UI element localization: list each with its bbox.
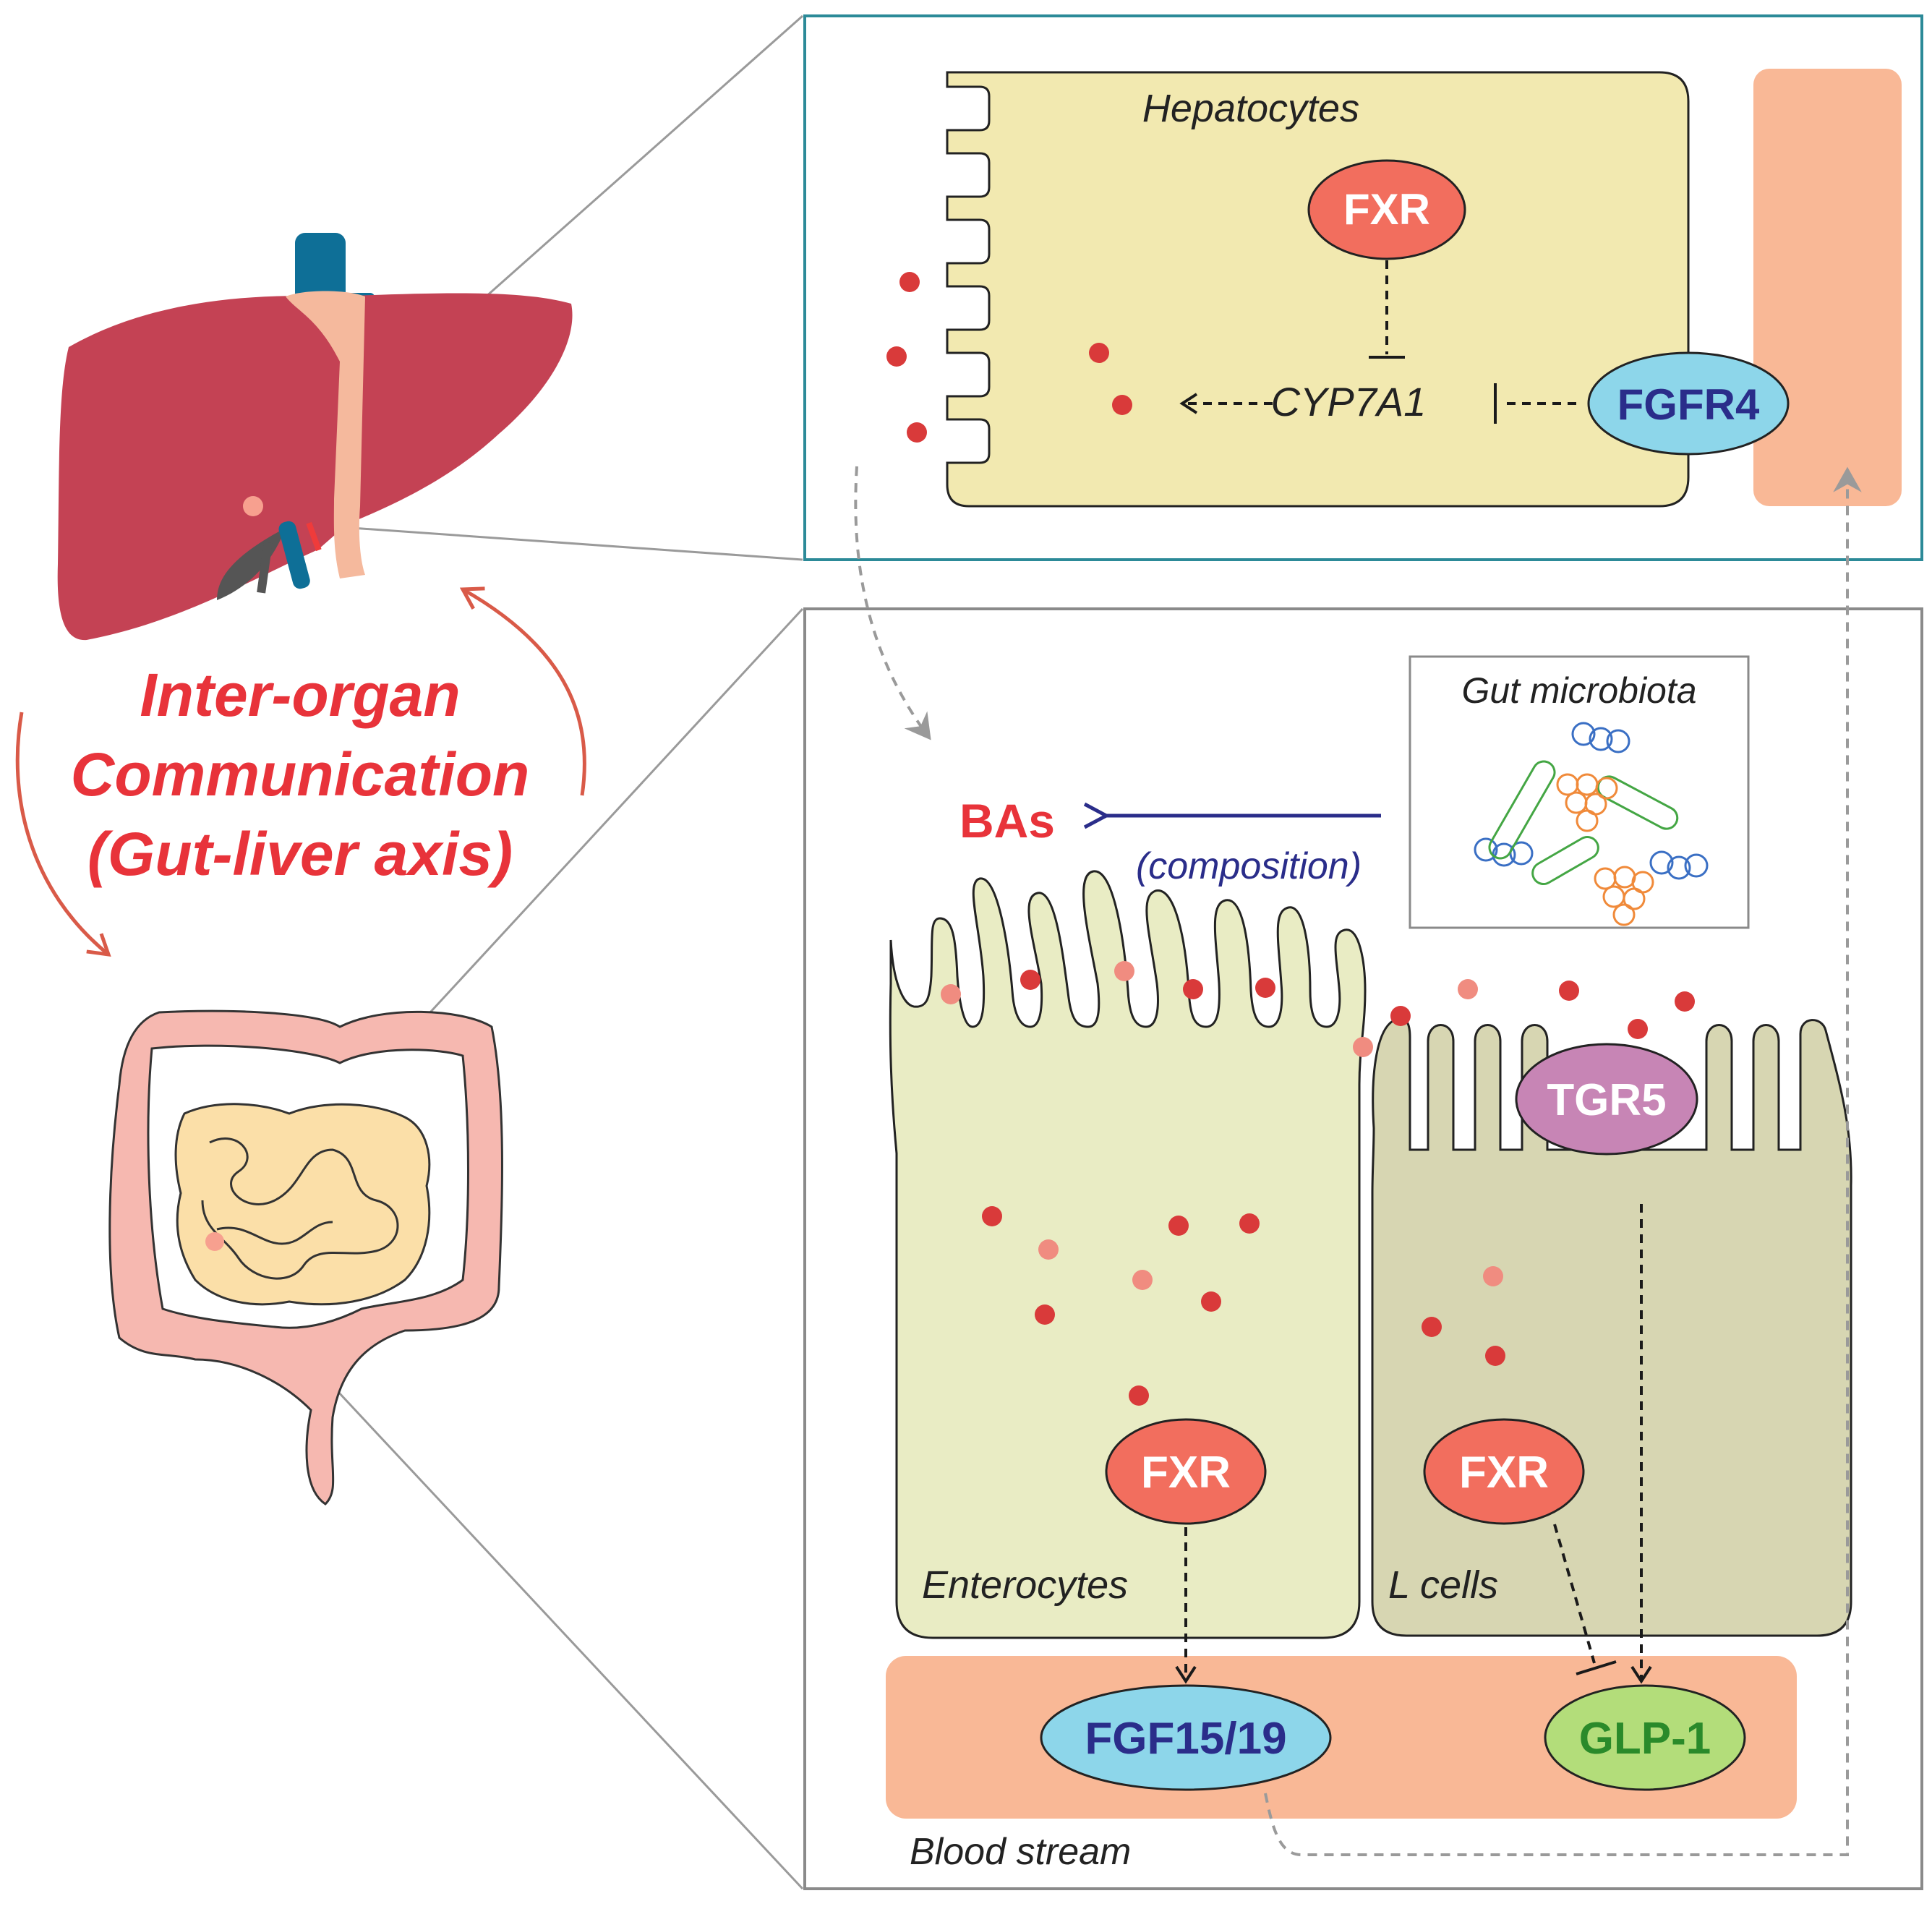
composition-label: (composition) [1136,845,1362,887]
lcell-fxr: FXR [1423,1418,1585,1525]
fgfr4-receptor: FGFR4 [1587,351,1790,456]
inter-organ-arrows [15,586,586,957]
fgfr4-label: FGFR4 [1617,380,1760,429]
fxr-inhibits-glp1 [1553,1524,1617,1675]
fgf-to-fgfr4-arrow [1264,466,1862,1856]
enterocytes-label: Enterocytes [922,1563,1128,1607]
bloodstream-label: Blood stream [910,1831,1131,1873]
title-line-2: Communication [71,740,530,808]
tgr5-label: TGR5 [1547,1075,1666,1125]
enterocyte-fxr: FXR [1105,1418,1267,1525]
title-line-1: Inter-organ [140,661,460,729]
fxr-inhibits-cyp7a1 [1369,260,1405,359]
gut-bile-acid-dots [941,961,1695,1406]
liver-icon [57,233,573,641]
liver-bile-acid-dots [886,272,1132,443]
fgf15-19: FGF15/19 [1040,1684,1332,1791]
lcells-label: L cells [1388,1563,1498,1607]
intestine-icon [108,1009,503,1506]
liver-fxr-label: FXR [1343,185,1430,234]
fgfr4-inhibits-cyp7a1 [1494,383,1576,424]
bas-label: BAs [959,794,1055,847]
gut-microbiota-box: Gut microbiota [1409,655,1750,929]
inter-organ-title: Inter-organ Communication (Gut-liver axi… [71,661,530,888]
hepatocytes-label: Hepatocytes [1142,87,1359,130]
lcell-fxr-label: FXR [1459,1448,1549,1498]
liver-blood-vessel [1753,69,1902,506]
hepatocyte-cell [946,71,1690,508]
fgf-label: FGF15/19 [1085,1714,1286,1764]
bacteria-icon [1474,722,1709,926]
enterocyte-fxr-label: FXR [1141,1448,1231,1498]
glp1-label: GLP-1 [1579,1714,1711,1764]
glp1: GLP-1 [1544,1684,1746,1791]
gut-microbiota-label: Gut microbiota [1461,670,1696,711]
liver-fxr: FXR [1307,159,1466,260]
tgr5-receptor: TGR5 [1515,1043,1698,1156]
liver-to-gut-bas-arrow [854,466,931,740]
cyp7a1-label: CYP7A1 [1271,379,1427,424]
title-line-3: (Gut-liver axis) [87,820,513,888]
